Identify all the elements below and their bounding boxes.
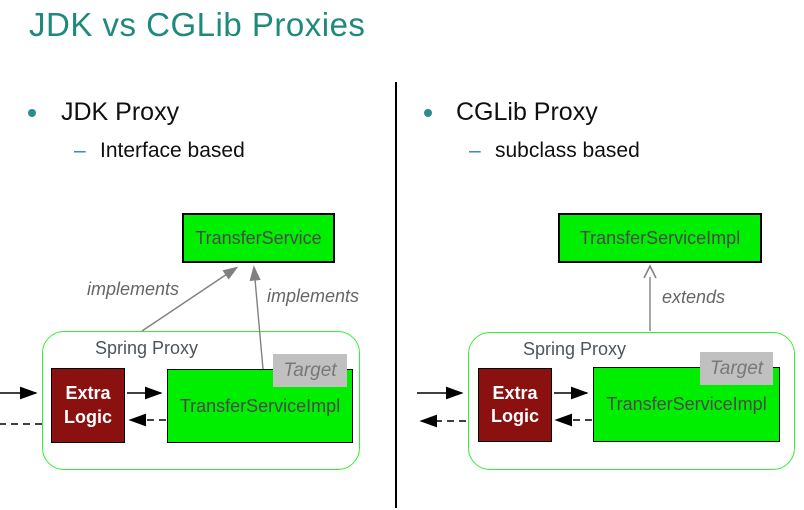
- right-spring-proxy-label: Spring Proxy: [523, 339, 627, 359]
- left-relation-label-implements-1: implements: [87, 279, 180, 299]
- right-class-box: TransferServiceImpl: [558, 213, 762, 263]
- left-heading: JDK Proxy: [61, 98, 180, 126]
- left-relation-label-implements-2: implements: [267, 286, 360, 306]
- right-heading: CGLib Proxy: [456, 98, 598, 126]
- left-interface-box: TransferService: [182, 213, 335, 263]
- extra-logic-line2: Logic: [491, 406, 539, 426]
- extra-logic-line2: Logic: [64, 406, 112, 427]
- right-sub-dash: –: [469, 139, 481, 162]
- left-sub-dash: –: [74, 139, 86, 162]
- extra-logic-line1: Extra: [65, 383, 111, 404]
- page-title: JDK vs CGLib Proxies: [29, 6, 366, 43]
- right-subheading: subclass based: [495, 139, 640, 162]
- left-target-badge: Target: [273, 354, 347, 387]
- bullet-icon: [28, 109, 36, 117]
- right-extends-arrowhead: [643, 264, 657, 279]
- left-spring-proxy-label: Spring Proxy: [95, 338, 199, 358]
- column-divider: [395, 82, 397, 508]
- left-extra-logic-box: Extra Logic: [51, 368, 125, 443]
- right-impl-box: TransferServiceImpl: [593, 367, 780, 442]
- extra-logic-line1: Extra: [492, 382, 538, 403]
- right-target-badge: Target: [700, 352, 773, 385]
- bullet-icon: [424, 109, 432, 117]
- right-relation-label-extends: extends: [662, 287, 726, 307]
- right-spring-proxy-container: [468, 332, 795, 470]
- left-subheading: Interface based: [100, 139, 245, 162]
- right-extra-logic-box: Extra Logic: [478, 368, 552, 442]
